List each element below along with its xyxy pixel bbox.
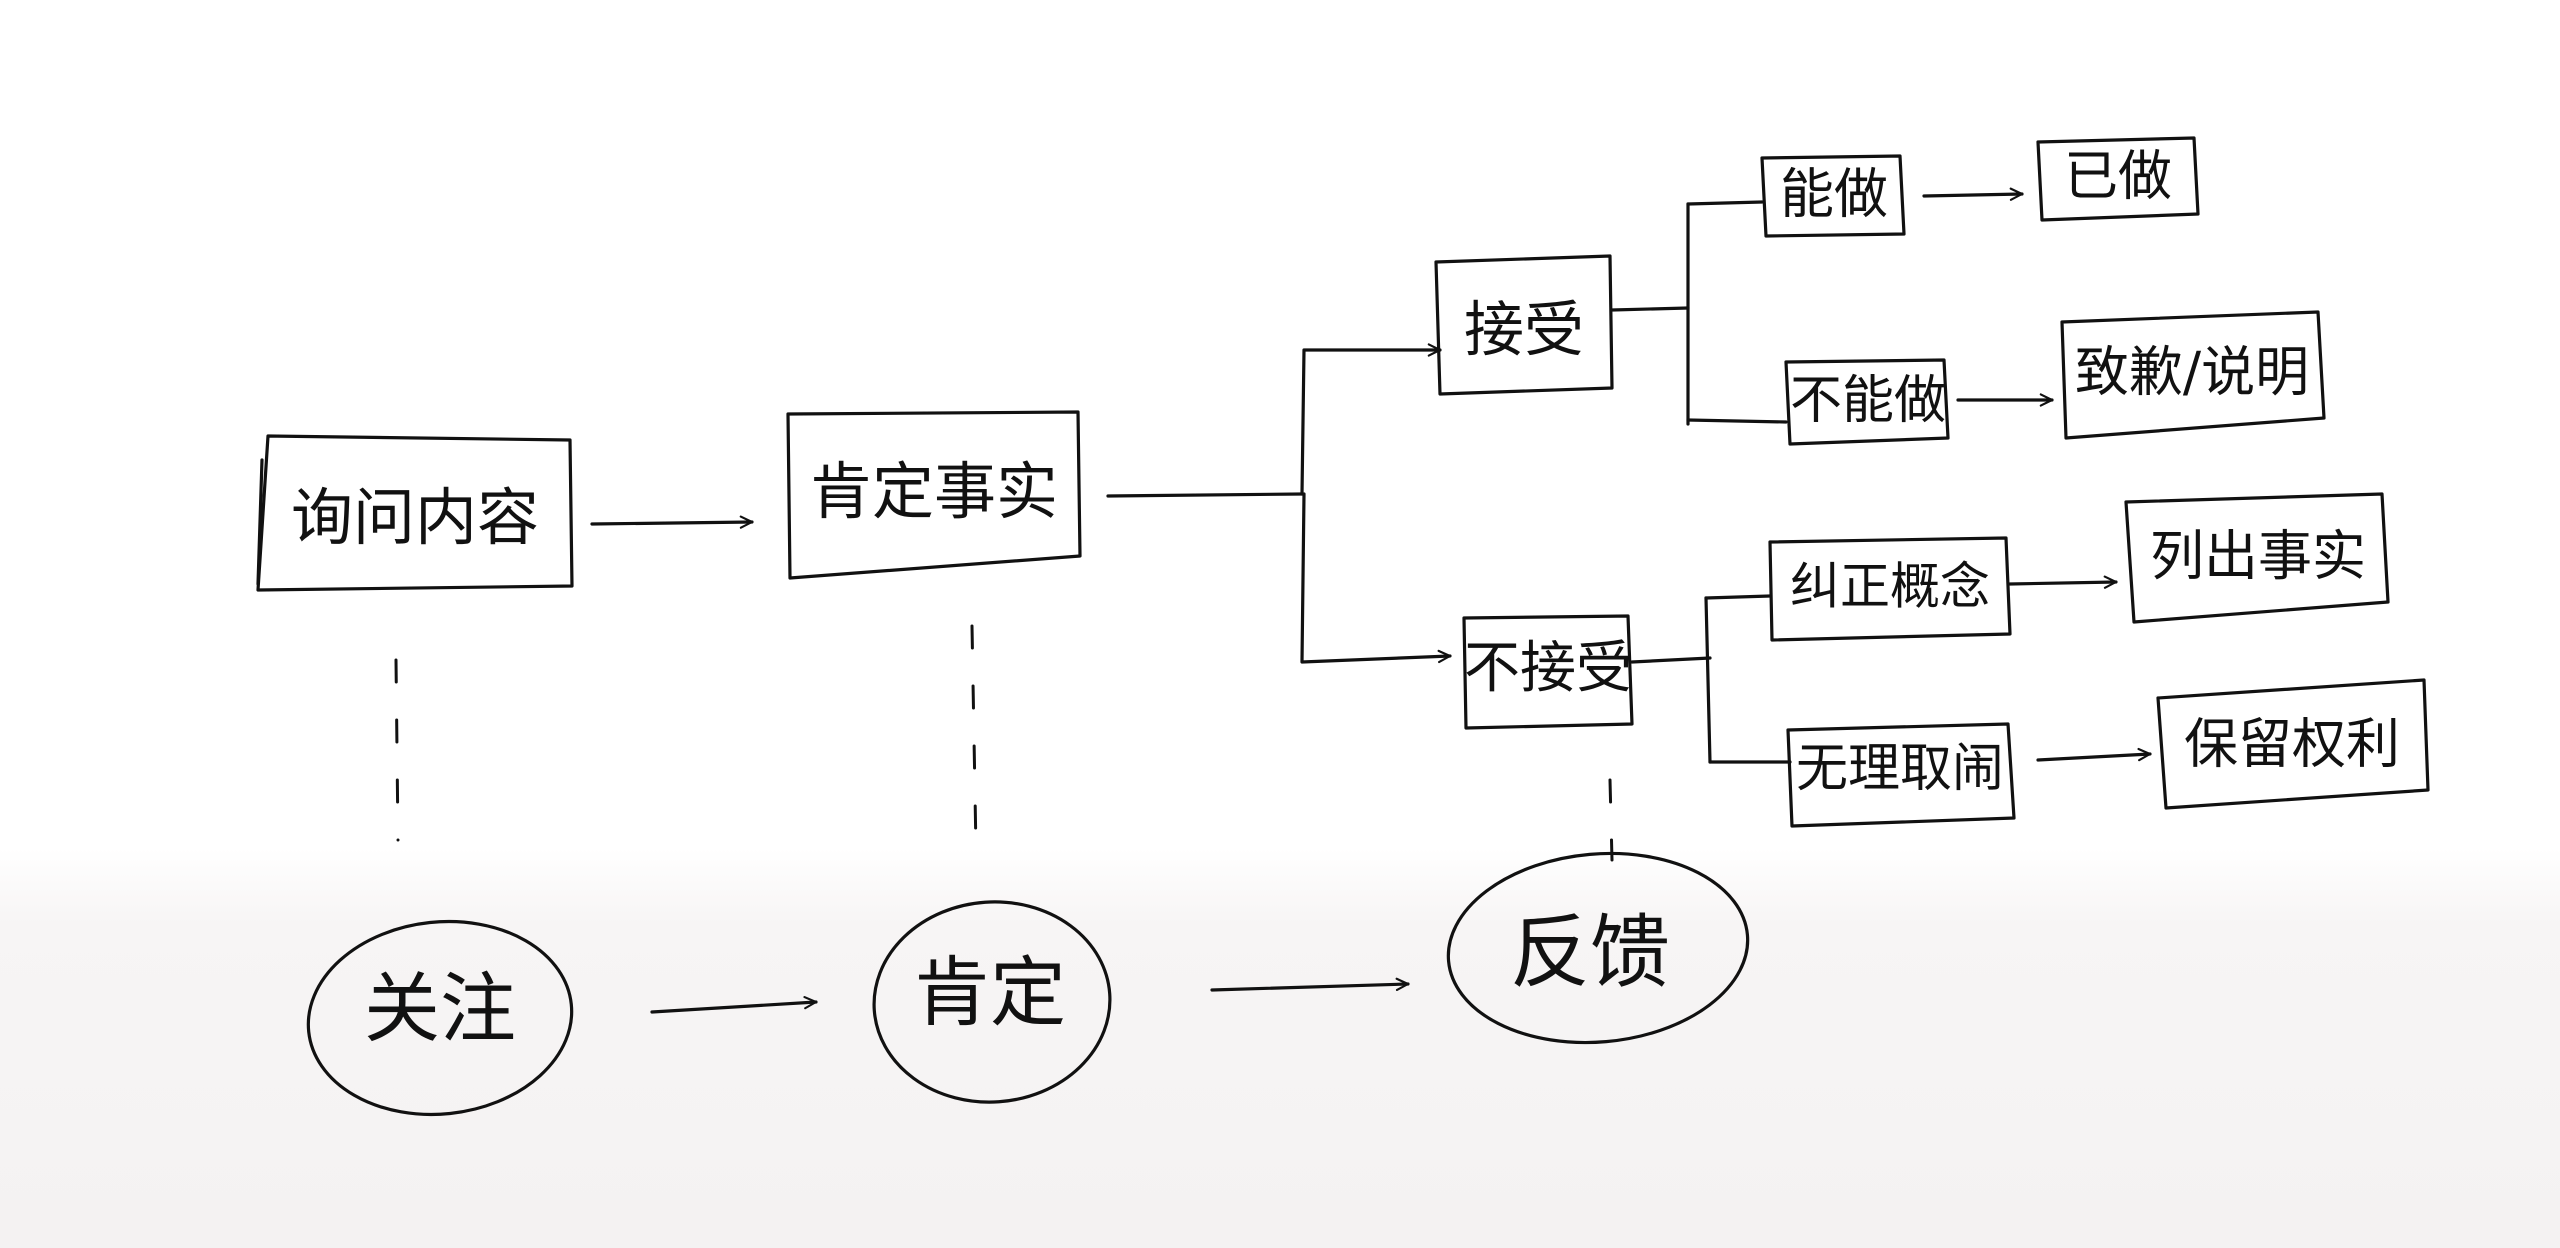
dashed-link-reject-feedback [1608, 778, 1614, 862]
node-done-label: 已做 [2064, 145, 2172, 208]
line-split-to-false-concept [1704, 594, 1772, 600]
dashed-link-fact-affirm [970, 624, 978, 852]
node-list-facts-label: 列出事实 [2150, 525, 2366, 588]
node-inquire: 询问内容 [256, 434, 574, 592]
node-affirm-fact-label: 肯定事实 [810, 455, 1058, 528]
line-fact-to-branch [1106, 492, 1304, 498]
node-affirm: 肯定 [872, 900, 1112, 1104]
line-reject-to-split [1630, 656, 1712, 664]
node-affirm-label: 肯定 [914, 948, 1066, 1037]
node-apology-label: 致歉/说明 [2075, 341, 2309, 404]
node-focus: 关注 [306, 919, 574, 1117]
node-focus-label: 关注 [364, 964, 516, 1053]
node-can-do: 能做 [1760, 154, 1906, 238]
arrow-branch-to-accept [1300, 343, 1442, 496]
arrow-false-concept-to-list-facts [2008, 575, 2118, 589]
dashed-link-inquire-focus [394, 658, 400, 842]
node-list-facts: 列出事实 [2124, 492, 2390, 624]
node-reserve-rights: 保留权利 [2156, 678, 2430, 810]
node-cannot-do: 不能做 [1784, 358, 1950, 446]
node-cannot-do-label: 不能做 [1790, 371, 1946, 431]
node-accept: 接受 [1434, 254, 1614, 396]
node-reject-label: 不接受 [1464, 636, 1632, 701]
node-can-do-label: 能做 [1780, 163, 1888, 226]
line-split-to-can-do [1686, 200, 1764, 206]
node-apology: 致歉/说明 [2060, 310, 2326, 440]
node-reject: 不接受 [1462, 614, 1634, 730]
node-false-concept-label: 纠正概念 [1790, 558, 1990, 616]
node-feedback-label: 反馈 [1510, 906, 1670, 999]
node-accept-label: 接受 [1464, 296, 1584, 366]
node-false-concept: 纠正概念 [1768, 536, 2012, 642]
node-feedback: 反馈 [1446, 851, 1750, 1045]
arrow-affirm-to-feedback [1210, 977, 1410, 992]
node-affirm-fact: 肯定事实 [786, 410, 1082, 580]
line-accept-to-split [1610, 306, 1690, 312]
line-split-to-cannot-do [1686, 418, 1788, 424]
node-unreasonable: 无理取闹 [1786, 722, 2016, 828]
arrow-branch-to-reject [1300, 492, 1452, 664]
arrow-unreasonable-to-reserve-rights [2036, 747, 2152, 762]
node-unreasonable-label: 无理取闹 [1796, 739, 2004, 799]
arrow-can-do-to-done [1922, 187, 2024, 201]
arrow-focus-to-affirm [650, 996, 818, 1014]
line-reject-split-vertical [1704, 596, 1712, 764]
arrow-inquire-to-fact [590, 515, 754, 529]
node-reserve-rights-label: 保留权利 [2184, 713, 2400, 776]
node-done: 已做 [2036, 136, 2200, 222]
node-inquire-label: 询问内容 [291, 481, 539, 554]
